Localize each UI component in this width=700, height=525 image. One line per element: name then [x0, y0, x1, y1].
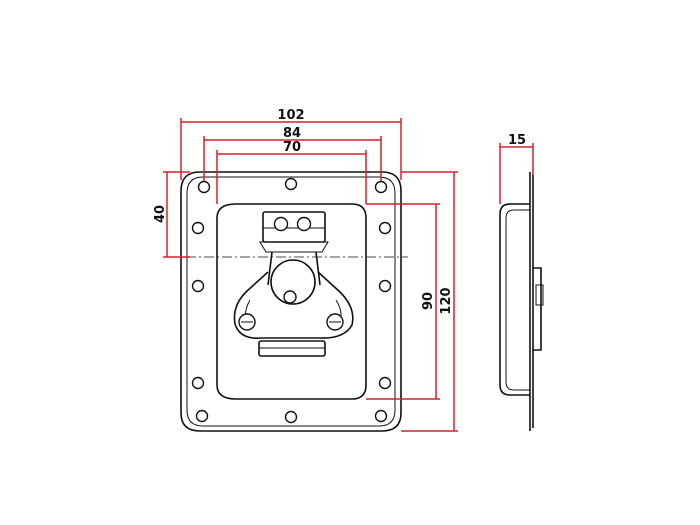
mounting-hole [378, 221, 392, 235]
dimension-lines [163, 118, 534, 432]
dimension-hole-spacing-width: 84 [283, 126, 301, 141]
recess-dish [216, 203, 367, 400]
catch-plate [258, 340, 326, 357]
mounting-hole [284, 177, 298, 191]
dimension-hole-offset-height: 40 [153, 205, 168, 223]
mounting-hole [378, 279, 392, 293]
mounting-hole [284, 410, 298, 424]
dimension-overall-height: 120 [439, 287, 454, 314]
outer-plate-inner-edge [186, 176, 396, 427]
latch-knob-center [283, 290, 297, 304]
mounting-hole [378, 376, 392, 390]
side-view [499, 172, 544, 431]
front-view [168, 171, 408, 432]
hinge-block [259, 211, 329, 253]
dimension-recess-height: 90 [421, 292, 436, 310]
side-latch-profile [533, 267, 542, 351]
mounting-hole [195, 409, 209, 423]
side-recess-profile [499, 203, 530, 396]
latch-knob [270, 259, 316, 305]
dimension-recess-width: 70 [283, 140, 301, 155]
outer-plate [180, 171, 402, 432]
mounting-hole [191, 279, 205, 293]
mounting-hole [191, 376, 205, 390]
mounting-hole [374, 180, 388, 194]
butterfly-handle [233, 271, 354, 340]
mounting-hole [374, 409, 388, 423]
mounting-hole [197, 180, 211, 194]
dimension-overall-width: 102 [277, 108, 304, 123]
dimension-depth: 15 [508, 133, 526, 148]
mounting-hole [191, 221, 205, 235]
latch-neck [267, 251, 321, 286]
